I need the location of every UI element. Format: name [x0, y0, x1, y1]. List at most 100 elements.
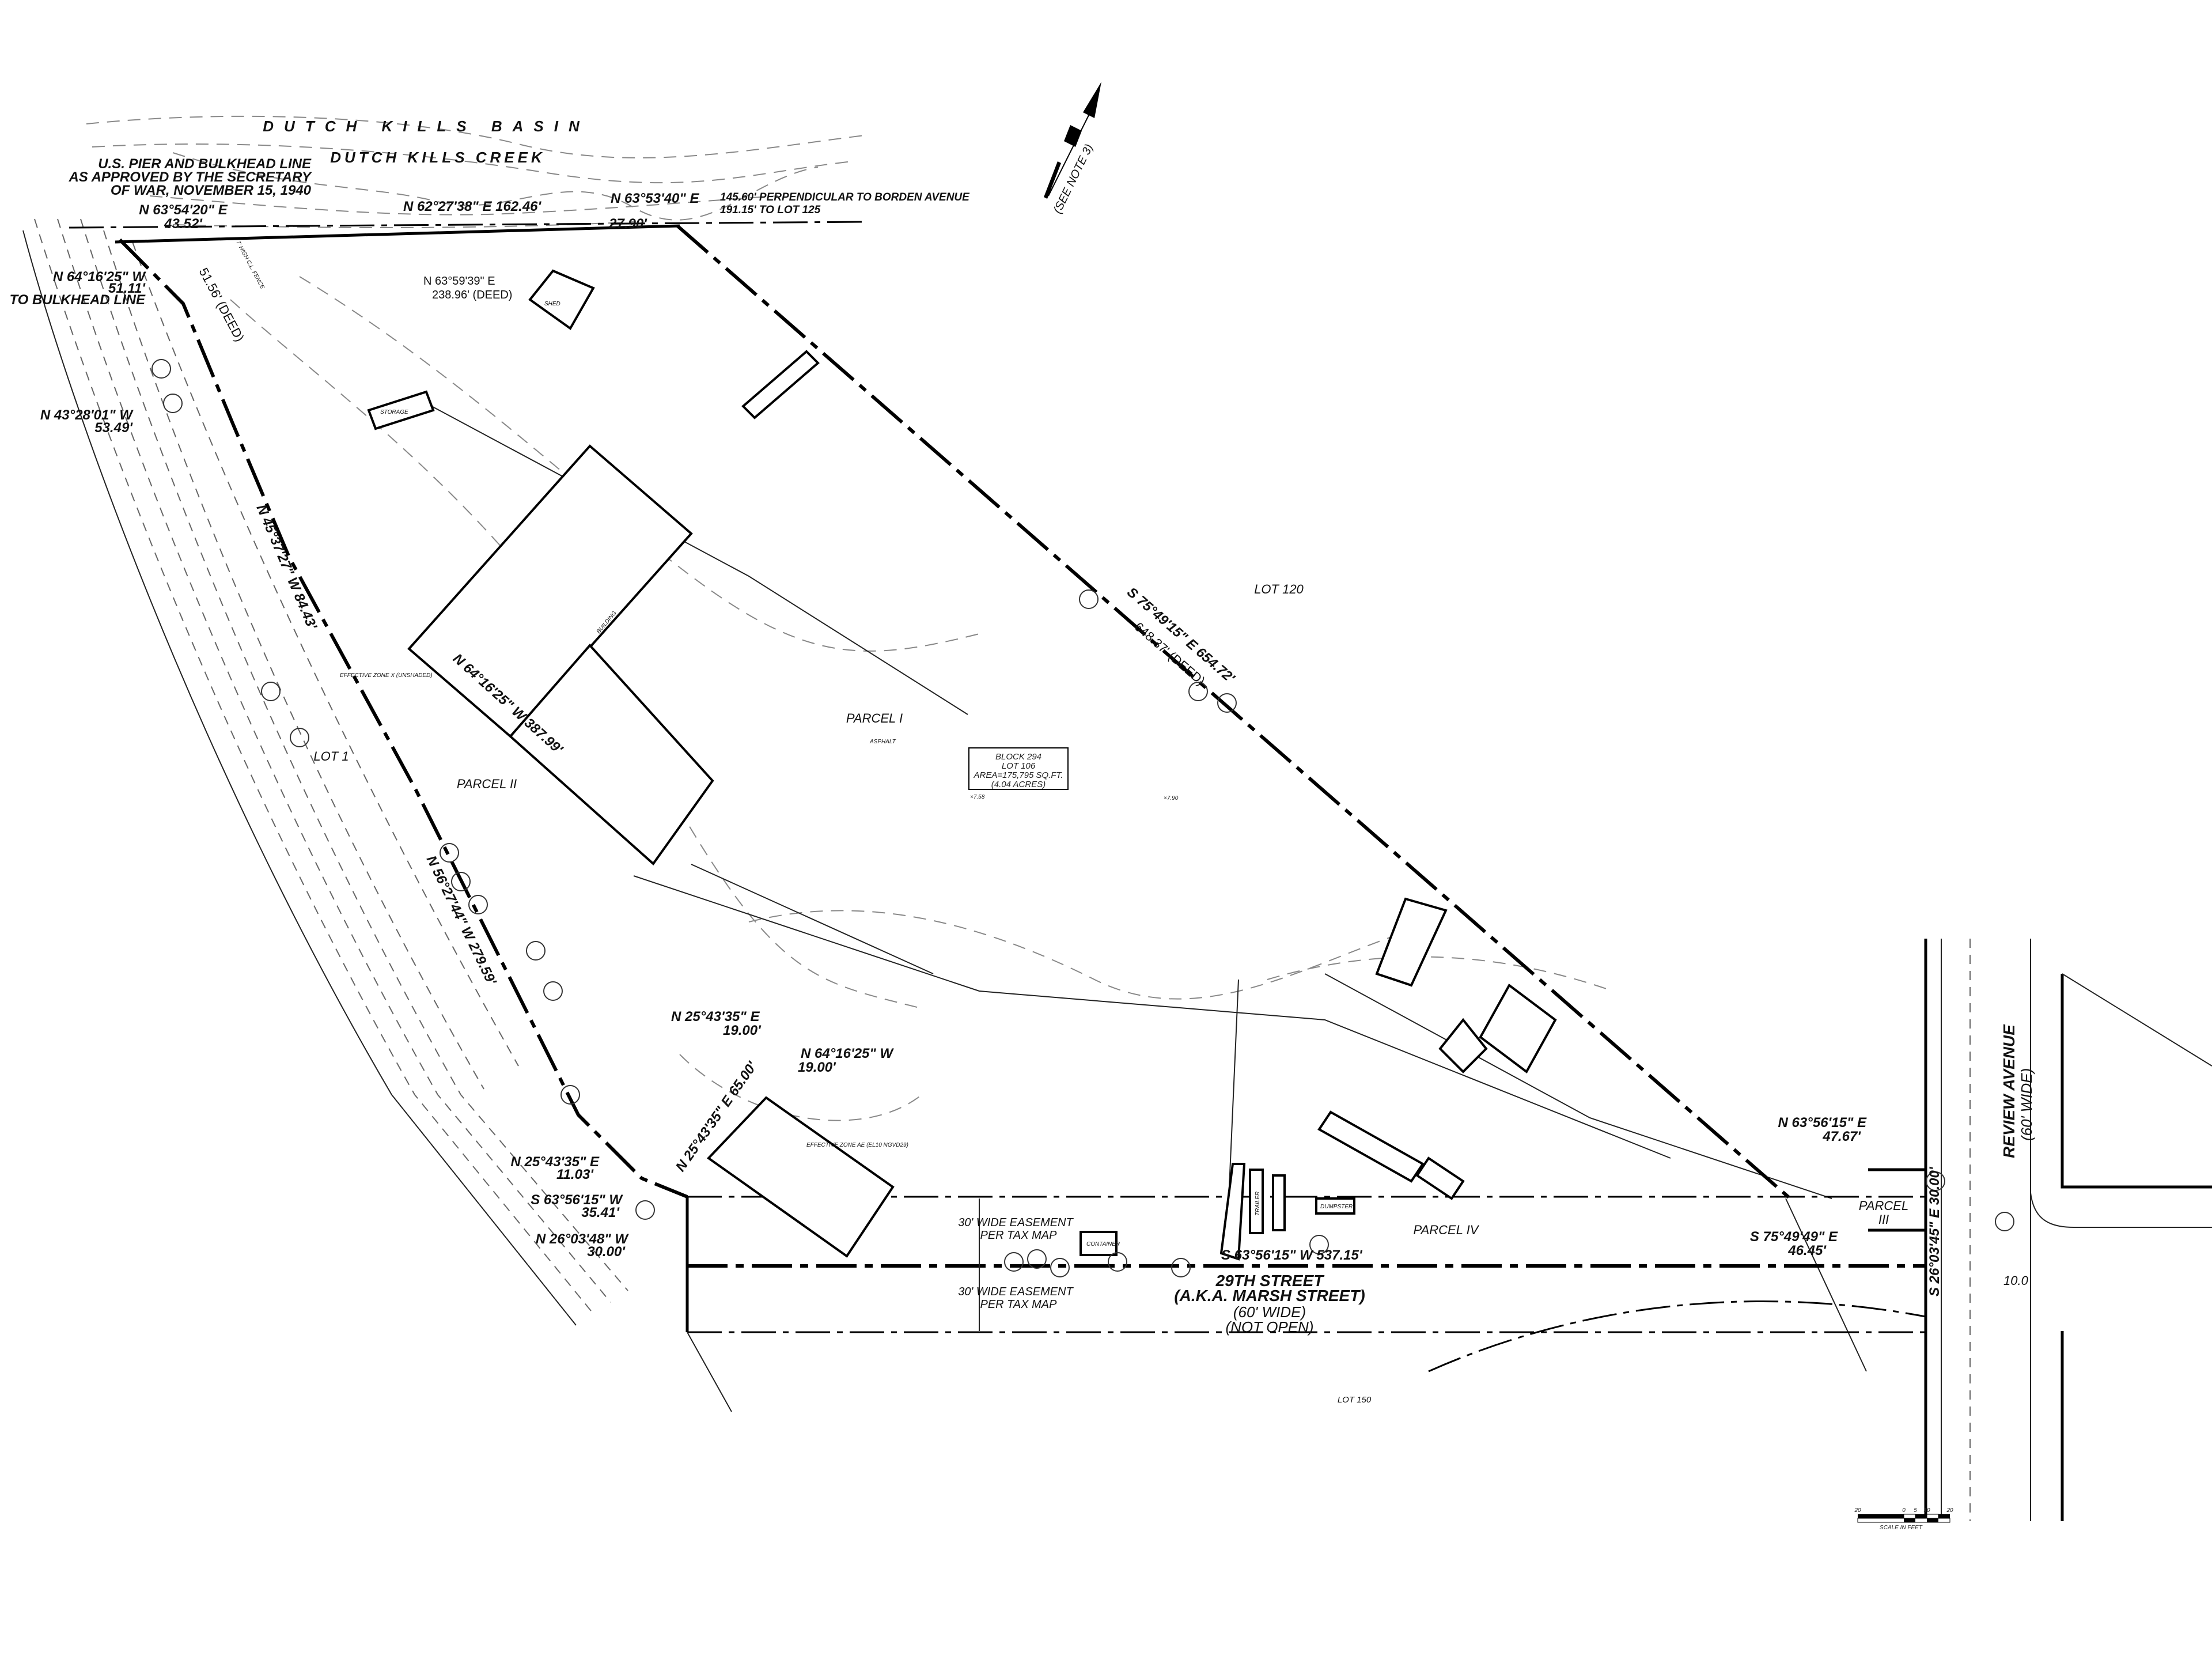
lot-150-label: LOT 150	[1338, 1395, 1372, 1405]
tree-symbol-icon	[451, 872, 471, 891]
lot-120-label: LOT 120	[1254, 582, 1304, 596]
buildings	[367, 269, 1557, 1261]
scale-tick: 5	[1914, 1507, 1917, 1514]
building-east	[1479, 984, 1557, 1073]
tree-symbol-icon	[526, 941, 546, 961]
street-name: 29TH STREET	[1215, 1272, 1325, 1290]
bearing-jog-1: N 25°43'35" E	[671, 1009, 760, 1024]
bearing-jog-2: N 64°16'25" W	[801, 1046, 894, 1061]
fence-lines	[426, 403, 1867, 1372]
easement-label: 30' WIDE EASEMENT	[958, 1286, 1074, 1298]
trailer-label: TRAILER	[1255, 1192, 1261, 1216]
distance-east-1: 47.67'	[1822, 1129, 1861, 1144]
bearing-jog-5: S 63°56'15" W	[531, 1192, 623, 1208]
spot-elevation: ×7.90	[1164, 795, 1179, 801]
trailer-2	[1272, 1174, 1286, 1231]
scale-bar: 20 0 5 10 20 SCALE IN FEET	[1854, 1507, 1953, 1531]
street-aka: (A.K.A. MARSH STREET)	[1174, 1287, 1365, 1305]
distance-jog-1: 19.00'	[723, 1023, 762, 1038]
shed-east	[1438, 1018, 1488, 1073]
bulkhead-note-line: AS APPROVED BY THE SECRETARY	[68, 169, 312, 185]
tree-symbol-icon	[1309, 1235, 1329, 1254]
container-2	[1219, 1163, 1246, 1261]
parcel-3-label: PARCEL	[1859, 1198, 1908, 1213]
zone-x-label: EFFECTIVE ZONE X (UNSHADED)	[340, 672, 433, 679]
trailer-east	[1317, 1110, 1425, 1183]
scale-tick: 10	[1923, 1507, 1930, 1514]
bearing-top-west: N 63°54'20" E	[139, 202, 228, 218]
bearing-west-1: N 43°28'01" W	[40, 407, 134, 423]
easement-label: 30' WIDE EASEMENT	[958, 1216, 1074, 1229]
bank-slope-lines	[22, 218, 628, 1326]
street-status: (NOT OPEN)	[1225, 1318, 1313, 1336]
bulkhead-note-text: TO BULKHEAD LINE	[9, 292, 146, 308]
avenue-label: REVIEW AVENUE (60' WIDE)	[2000, 1024, 2035, 1158]
bulkhead-note: U.S. PIER AND BULKHEAD LINE AS APPROVED …	[68, 156, 312, 198]
container-label: CONTAINER	[1086, 1241, 1120, 1247]
scale-tick: 0	[1902, 1507, 1906, 1514]
tree-symbol-icon	[1995, 1212, 2014, 1231]
dumpster-label: DUMPSTER	[1320, 1204, 1353, 1210]
scale-tick: 20	[1946, 1507, 1953, 1514]
bearing-labels: N 63°54'20" E 43.52' N 62°27'38" E 162.4…	[9, 191, 1942, 1296]
street-label: 29TH STREET (A.K.A. MARSH STREET) (60' W…	[1174, 1272, 1365, 1336]
tree-symbol-icon	[543, 981, 563, 1001]
easement-label: PER TAX MAP	[980, 1298, 1058, 1311]
main-building-north	[407, 444, 693, 738]
storage-shed	[367, 390, 435, 430]
tree-symbol-icon	[261, 682, 281, 701]
tree-symbol-icon	[163, 394, 183, 413]
distance-jog-2: 19.00'	[798, 1060, 836, 1075]
bulkhead-note-line: OF WAR, NOVEMBER 15, 1940	[111, 183, 312, 198]
shed-label: SHED	[544, 301, 560, 307]
lot-area: AREA=175,795 SQ.FT.	[974, 770, 1063, 780]
bearing-south: S 63°56'15" W 537.15'	[1221, 1247, 1363, 1263]
bearing-top-mid: N 62°27'38" E 162.46'	[403, 199, 542, 214]
avenue-width: (60' WIDE)	[2018, 1068, 2035, 1141]
distance-top-east: 27.90'	[608, 216, 647, 232]
parcel-4-label: PARCEL IV	[1414, 1223, 1480, 1237]
bearing-west-3: N 56°27'44" W 279.59'	[423, 853, 500, 988]
feature-labels: ASPHALT CONTAINER TRAILER DUMPSTER STORA…	[234, 240, 1353, 1247]
spot-elevation: 10.0	[2003, 1273, 2029, 1288]
tree-symbol-icon	[1108, 1252, 1127, 1272]
distance-jog-4: 11.03'	[556, 1167, 594, 1182]
parcel-3-number: III	[1878, 1212, 1889, 1227]
trailer-1	[1249, 1169, 1264, 1234]
dumpster	[1315, 1197, 1355, 1215]
lot-info-box: BLOCK 294 LOT 106 AREA=175,795 SQ.FT. (4…	[968, 747, 1069, 790]
tree-symbol-icon	[1079, 589, 1099, 609]
avenue-name: REVIEW AVENUE	[2000, 1024, 2018, 1158]
bearing-jog-6: N 26°03'48" W	[536, 1231, 629, 1247]
tree-symbol-icon	[151, 359, 171, 379]
perpendicular-note-line: 191.15' TO LOT 125	[720, 204, 821, 216]
bearing-deed-top: N 63°59'39" E	[423, 275, 495, 288]
area-labels: PARCEL I PARCEL II PARCEL III PARCEL IV …	[313, 582, 1908, 1405]
tree-symbol-icon	[440, 843, 459, 863]
main-building-south	[509, 643, 714, 865]
storage-building	[741, 350, 820, 419]
tree-symbol-icon	[1004, 1252, 1024, 1272]
tree-symbol-icon	[1217, 693, 1237, 713]
easement-label: PER TAX MAP	[980, 1229, 1058, 1242]
perpendicular-note-line: 145.60' PERPENDICULAR TO BORDEN AVENUE	[720, 191, 970, 203]
container-east	[1415, 1156, 1465, 1200]
north-arrow-icon	[1044, 82, 1101, 199]
scale-label: SCALE IN FEET	[1880, 1525, 1923, 1531]
bearing-top-east: N 63°53'40" E	[611, 191, 699, 206]
tree-symbol-icon	[1171, 1258, 1191, 1277]
creek-label: DUTCH KILLS CREEK	[330, 149, 546, 166]
storage-north	[528, 269, 595, 330]
bearing-east-2: S 75°49'49" E	[1750, 1229, 1838, 1245]
asphalt-label: ASPHALT	[869, 739, 896, 745]
distance-deed-west: 51.56' (DEED)	[196, 266, 247, 344]
basin-label: DUTCH KILLS BASIN	[263, 118, 589, 135]
trees	[151, 359, 2014, 1277]
distance-deed-top: 238.96' (DEED)	[432, 289, 512, 301]
storage-label: STORAGE	[380, 409, 408, 415]
storage-east	[1375, 897, 1448, 987]
bearing-jog-4: N 25°43'35" E	[511, 1154, 600, 1170]
review-avenue	[1868, 939, 2212, 1521]
bearing-west-2: N 45°37'27" W 84.43'	[253, 502, 320, 633]
